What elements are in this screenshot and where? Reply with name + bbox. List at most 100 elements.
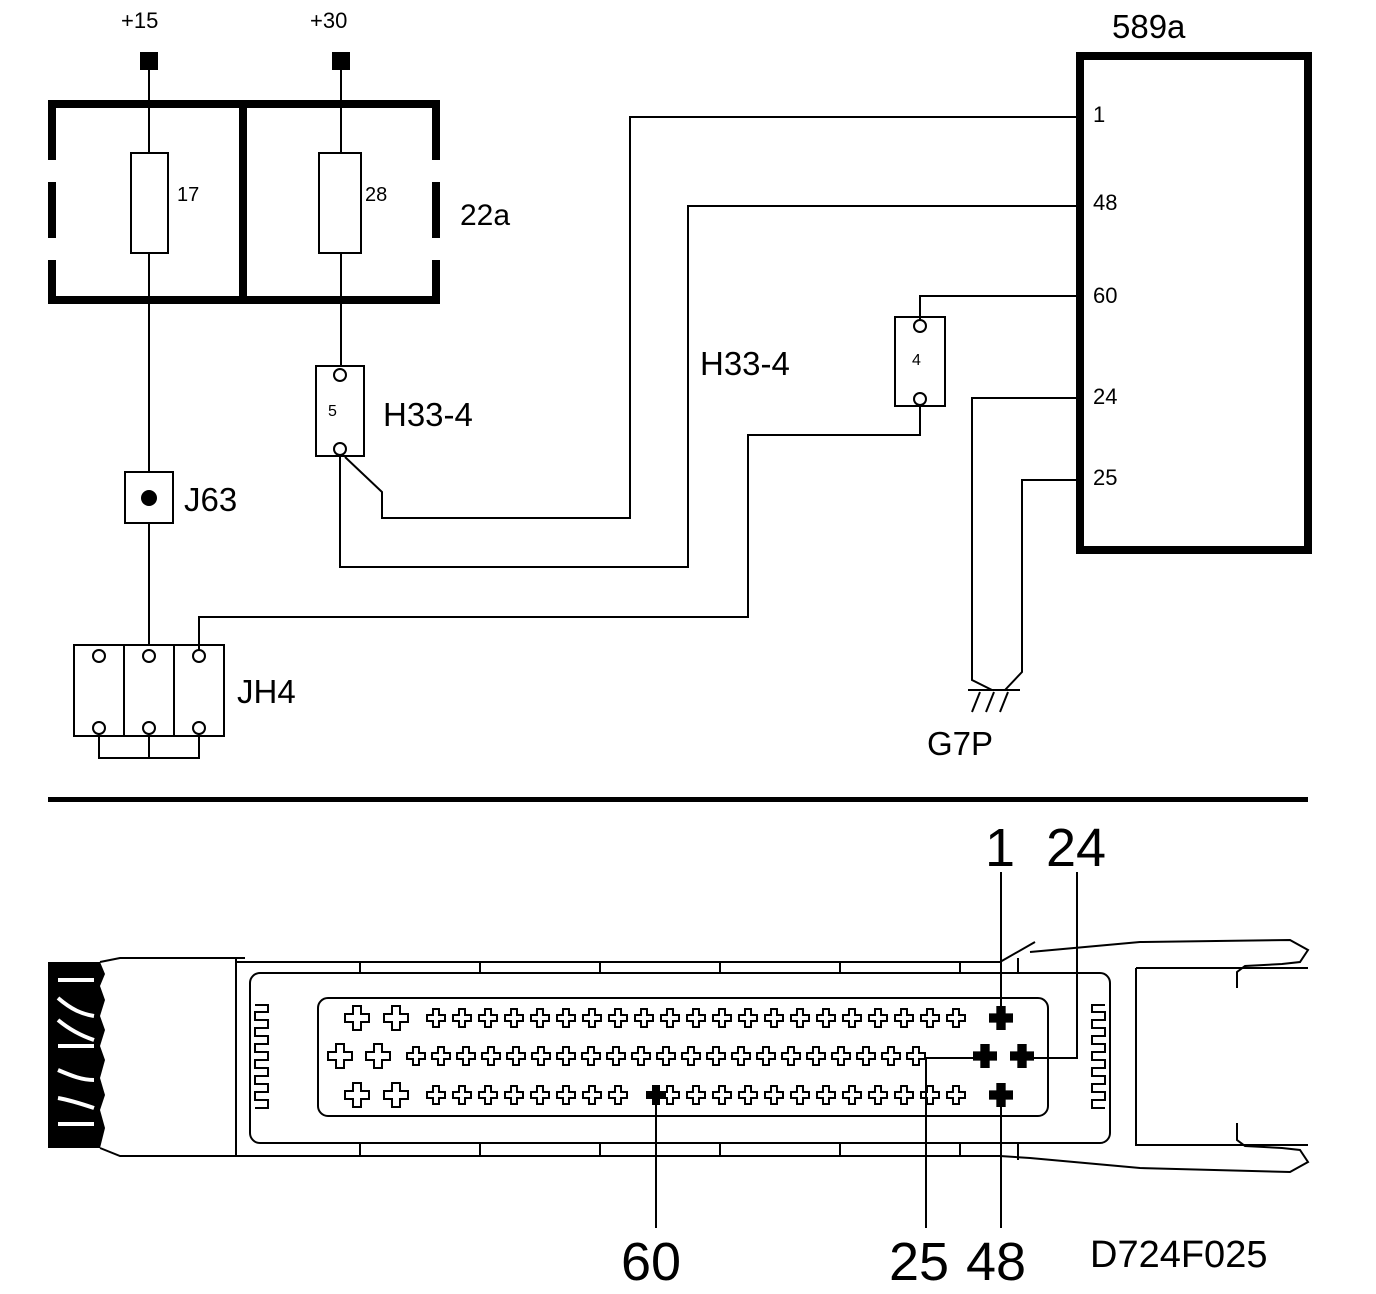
ecu-589a: 589a 1 48 60 24 25 [1076,8,1312,554]
connector-pin [506,1046,526,1066]
connector-h33-4-pin4-number: 4 [912,352,921,369]
connector-pin [452,1085,472,1105]
callout-label-60: 60 [621,1232,681,1292]
connector-pin [781,1046,801,1066]
connector-pin [764,1085,784,1105]
connector-pin [556,1008,576,1028]
connector-pin [481,1046,501,1066]
connector-pin [946,1085,966,1105]
connector-pin [530,1085,550,1105]
connector-pin [756,1046,776,1066]
connector-pin-1 [989,1006,1013,1030]
connector-pin [806,1046,826,1066]
connector-pin [920,1085,940,1105]
ecu-label: 589a [1112,8,1186,45]
supply-plus30-label: +30 [310,8,347,33]
connector-pin [582,1008,602,1028]
supply-plus15-label: +15 [121,8,158,33]
connector-pin [842,1008,862,1028]
figure-code: D724F025 [1090,1234,1267,1276]
ecu-pin-1: 1 [1093,102,1105,127]
connector-pin [406,1046,426,1066]
connector-pin [531,1046,551,1066]
connector-pin-25 [973,1044,997,1068]
fusebox-22a: 22a [48,100,510,304]
ground-g7p: G7P [927,689,1020,762]
wire-ecu25-to-ground [1004,479,1080,691]
connector-pin [842,1085,862,1105]
connector-pin [504,1085,524,1105]
junction-jh4-label: JH4 [237,673,296,710]
junction-jh4: JH4 [73,644,296,759]
connector-pin [530,1008,550,1028]
connector-pin [426,1085,446,1105]
connector-pin [856,1046,876,1066]
connector-pin [383,1082,409,1108]
fusebox-label: 22a [460,199,510,232]
connector-pin [868,1085,888,1105]
connector-pin [790,1085,810,1105]
connector-pin [634,1008,654,1028]
callout-line-25 [925,1057,985,1228]
harness-tail [48,962,105,1148]
supply-plus15: +15 [121,8,158,70]
connector-pin [606,1046,626,1066]
supply-plus30: +30 [310,8,350,70]
connector-h33-4-pin5: 5 [315,365,365,457]
connector-pin [706,1046,726,1066]
connector-pin [582,1085,602,1105]
connector-pin-24 [1010,1044,1034,1068]
housing-inner-frame [249,972,1111,1144]
connector-pin [344,1005,370,1031]
connector-pin [686,1008,706,1028]
connector-pin [764,1008,784,1028]
connector-pin [731,1046,751,1066]
connector-pin [556,1046,576,1066]
connector-face-view: 1 24 60 25 48 D724F025 [48,818,1310,1292]
connector-pin [816,1085,836,1105]
connector-pin [556,1085,576,1105]
section-divider [48,797,1308,802]
connector-pin [581,1046,601,1066]
wire-pin4-to-jh4 [198,405,921,650]
connector-h33-4-pin4: 4 [894,316,946,407]
connector-pin [631,1046,651,1066]
terminal-plus30 [332,52,350,70]
connector-h33-4-label-left: H33-4 [383,396,473,433]
connector-pin [365,1043,391,1069]
wire-ecu24-to-ground [971,397,1080,691]
connector-pin [656,1046,676,1066]
terminal-plus15 [140,52,158,70]
connector-pin-60 [646,1085,666,1105]
connector-pin [881,1046,901,1066]
connector-pin [816,1008,836,1028]
fuse-28-label: 28 [365,184,387,206]
connector-h33-4-label-mid: H33-4 [700,345,790,382]
connector-pin [906,1046,926,1066]
connector-pin [478,1085,498,1105]
connector-pin [712,1085,732,1105]
fuse-28 [318,152,362,254]
callout-label-48: 48 [966,1232,1026,1292]
ecu-pin-60: 60 [1093,283,1117,308]
wire-ecu48-to-h33 [339,205,1080,568]
ecu-pin-25: 25 [1093,465,1117,490]
connector-pin [831,1046,851,1066]
callout-label-24: 24 [1046,818,1106,878]
connector-pin [456,1046,476,1066]
connector-pin [504,1008,524,1028]
junction-j63: J63 [124,471,237,524]
connector-pin [738,1085,758,1105]
connector-pin [920,1008,940,1028]
connector-pin [608,1085,628,1105]
connector-pin [608,1008,628,1028]
connector-pin [790,1008,810,1028]
connector-pin [426,1008,446,1028]
connector-pin [894,1008,914,1028]
wire-ecu1-to-h33 [344,116,1080,519]
connector-pin [946,1008,966,1028]
connector-pin [686,1085,706,1105]
connector-pin [738,1008,758,1028]
connector-pin [868,1008,888,1028]
